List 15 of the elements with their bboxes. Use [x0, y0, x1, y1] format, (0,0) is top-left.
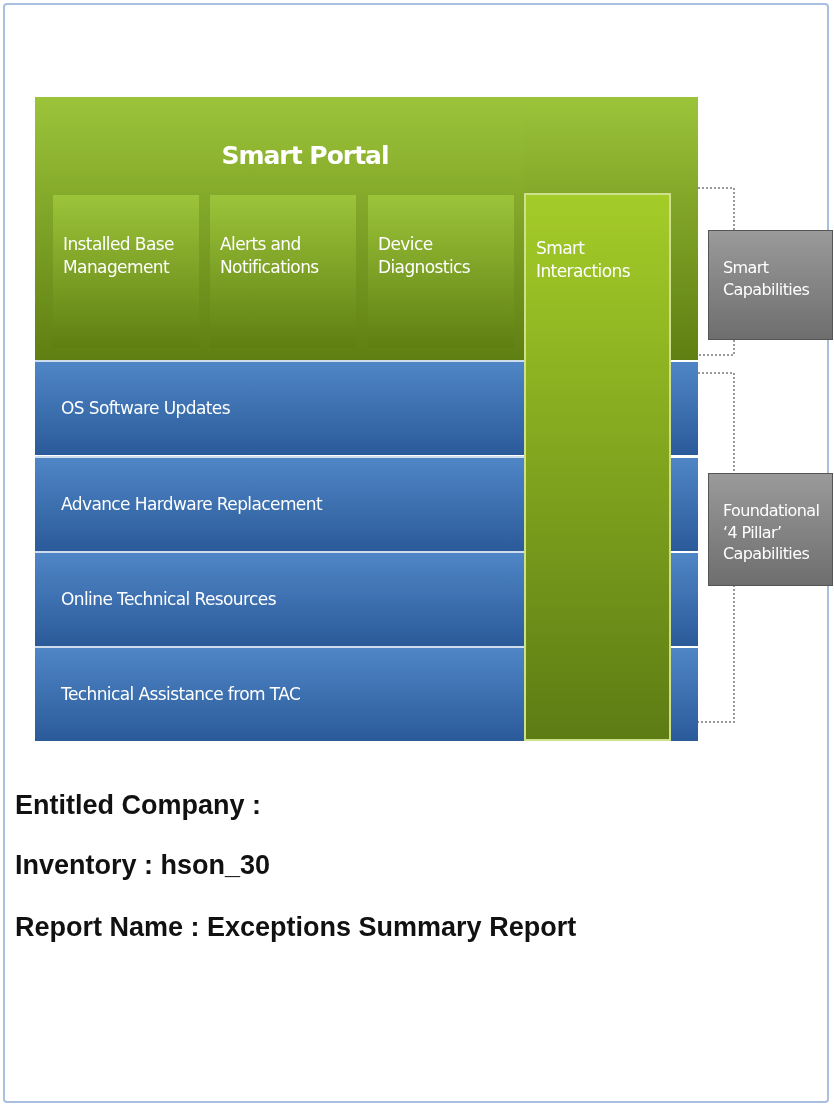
panel-title: Smart Portal	[220, 140, 390, 172]
module-column: Smart Interactions	[524, 193, 671, 741]
report-info-text: Inventory : hson_30	[15, 850, 271, 881]
capability-band: OS Software Updates	[35, 360, 524, 455]
category-box: Smart Capabilities	[708, 230, 833, 340]
module-box: Installed Base Management	[53, 195, 199, 348]
capability-band: Advance Hardware Replacement	[35, 456, 524, 551]
report-info-text: Report Name : Exceptions Summary Report	[15, 912, 577, 943]
module-box: Device Diagnostics	[368, 195, 514, 348]
report-info-text: Entitled Company :	[15, 790, 261, 821]
category-box: Foundational ‘4 Pillar’ Capabilities	[708, 473, 833, 586]
portal-panel	[35, 97, 524, 360]
module-box: Alerts and Notifications	[210, 195, 356, 348]
capability-band: Online Technical Resources	[35, 551, 524, 646]
capability-band: Technical Assistance from TAC	[35, 646, 524, 741]
